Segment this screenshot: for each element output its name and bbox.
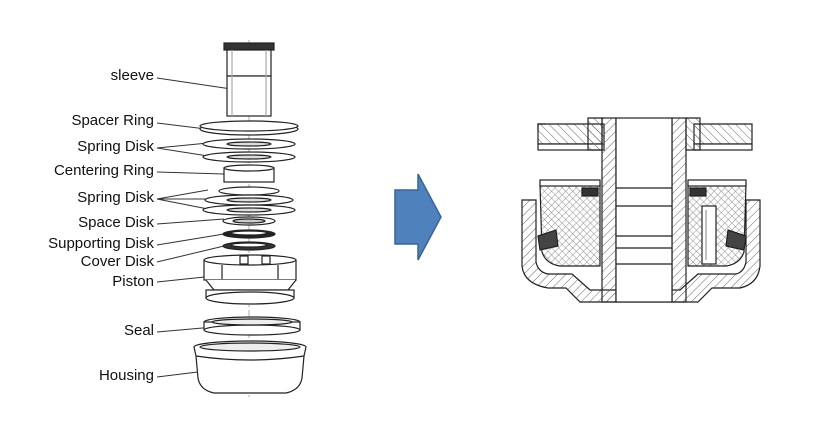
part-spring-disk-upper xyxy=(202,138,296,163)
label-supporting-disk: Supporting Disk xyxy=(48,235,154,252)
section-seal-left xyxy=(537,229,559,251)
arrow-icon xyxy=(394,173,442,261)
part-centering-ring xyxy=(223,164,275,183)
label-centering-ring: Centering Ring xyxy=(53,162,154,179)
label-space-disk: Space Disk xyxy=(78,214,154,231)
label-cover-disk: Cover Disk xyxy=(80,253,154,270)
part-spring-disk-lower xyxy=(202,186,296,216)
part-cover-disk xyxy=(222,241,276,251)
part-sleeve xyxy=(223,42,275,117)
label-seal: Seal xyxy=(123,322,154,339)
label-sleeve: sleeve xyxy=(110,67,154,84)
assembled-cross-section xyxy=(521,117,761,303)
section-seal-right xyxy=(725,229,747,251)
part-piston xyxy=(203,254,297,305)
part-seal xyxy=(203,316,301,336)
label-spacer-ring: Spacer Ring xyxy=(71,112,154,129)
label-housing: Housing xyxy=(98,367,154,384)
part-supporting-disk xyxy=(222,229,276,239)
label-piston: Piston xyxy=(112,273,154,290)
section-sleeve-right xyxy=(671,117,687,303)
part-housing xyxy=(193,340,307,394)
label-spring-disk-upper: Spring Disk xyxy=(77,138,154,155)
part-spacer-ring xyxy=(199,120,299,136)
part-space-disk xyxy=(222,216,276,226)
section-sleeve-left xyxy=(601,117,617,303)
label-spring-disk-lower: Spring Disk xyxy=(77,189,154,206)
